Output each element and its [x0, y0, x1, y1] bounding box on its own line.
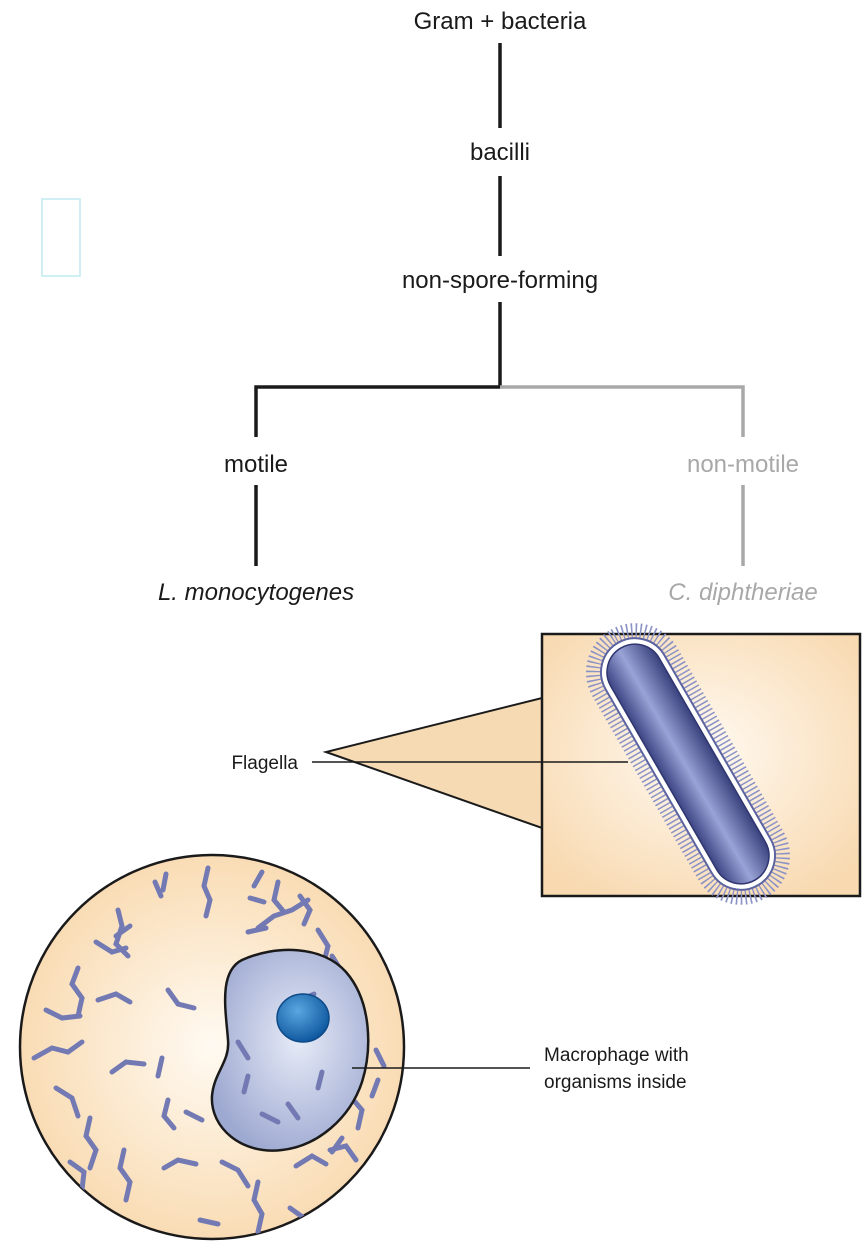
flagella-label: Flagella: [231, 753, 298, 774]
tree-lines: [256, 43, 743, 566]
node-bacilli: bacilli: [470, 139, 530, 166]
branch-non-motile: [500, 387, 743, 437]
node-non-motile: non-motile: [687, 451, 799, 478]
macrophage-label-line1: Macrophage with: [544, 1045, 689, 1066]
macrophage-nucleus: [277, 994, 329, 1042]
branch-motile: [256, 387, 500, 437]
node-gram-positive: Gram + bacteria: [414, 8, 587, 35]
empty-frame: [42, 199, 80, 276]
species-diphtheriae: C. diphtheriae: [668, 579, 817, 606]
node-non-spore-forming: non-spore-forming: [402, 267, 598, 294]
node-motile: motile: [224, 451, 288, 478]
tissue-view: [20, 855, 404, 1239]
species-listeria: L. monocytogenes: [158, 579, 354, 606]
macrophage-label-line2: organisms inside: [544, 1072, 687, 1093]
magnification-wedge: [326, 698, 542, 828]
zoomed-bacterium-panel: [542, 615, 860, 913]
